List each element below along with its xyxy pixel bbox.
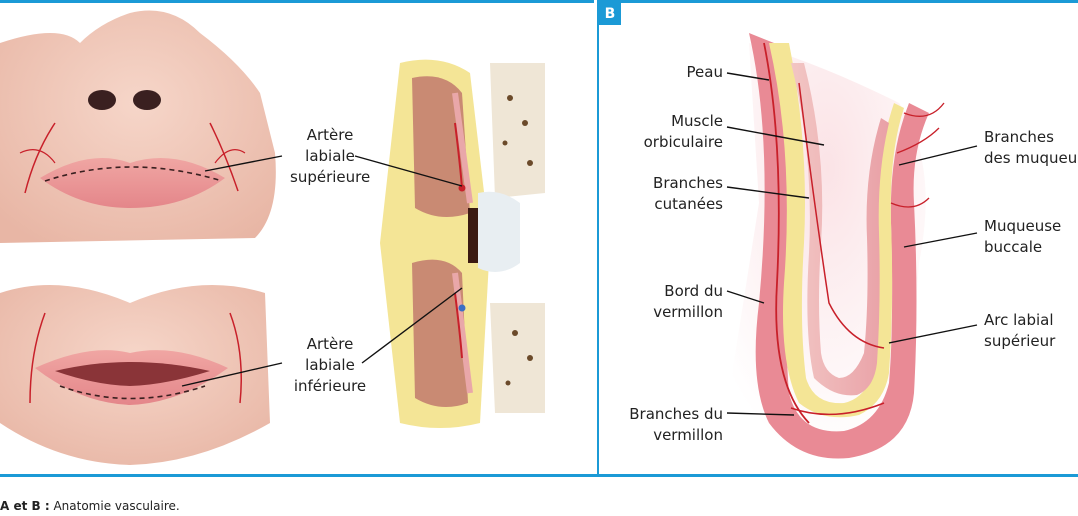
label-muqueuse-buccale: Muqueuse buccale xyxy=(984,217,1062,256)
caption-text: Anatomie vasculaire. xyxy=(49,499,180,513)
panel-a: Artère labiale supérieure Artère labiale… xyxy=(0,0,594,465)
label-bord-du-vermillon: Bord du vermillon xyxy=(653,282,723,321)
label-branches-cutanees: Branches cutanées xyxy=(653,174,723,213)
upper-face-illustration xyxy=(0,10,276,243)
sagittal-section-illustration xyxy=(380,59,545,429)
lower-face-illustration xyxy=(0,285,270,465)
label-arc-labial-superieur: Arc labial supérieur xyxy=(984,311,1056,350)
panel-b: B Peau M xyxy=(597,0,1078,476)
label-branches-du-vermillon: Branches du vermillon xyxy=(629,405,723,444)
panel-b-leader-lines xyxy=(726,72,978,416)
panel-a-illustration xyxy=(0,10,545,465)
panel-a-leader-lines xyxy=(181,155,463,387)
panel-b-badge: B xyxy=(599,3,621,25)
caption-bold: A et B : xyxy=(0,499,50,513)
figure-caption: A et B : Anatomie vasculaire. xyxy=(0,499,180,513)
panel-b-illustration xyxy=(726,33,978,461)
label-artere-labiale-inferieure: Artère labiale inférieure xyxy=(293,335,367,395)
label-artere-labiale-superieure: Artère labiale supérieure xyxy=(290,126,371,186)
label-peau: Peau xyxy=(686,63,723,81)
label-muscle-orbiculaire: Muscle orbiculaire xyxy=(643,112,723,151)
bottom-rule xyxy=(0,474,1078,477)
label-branches-des-muqueuses: Branches des muqueu xyxy=(984,128,1078,167)
